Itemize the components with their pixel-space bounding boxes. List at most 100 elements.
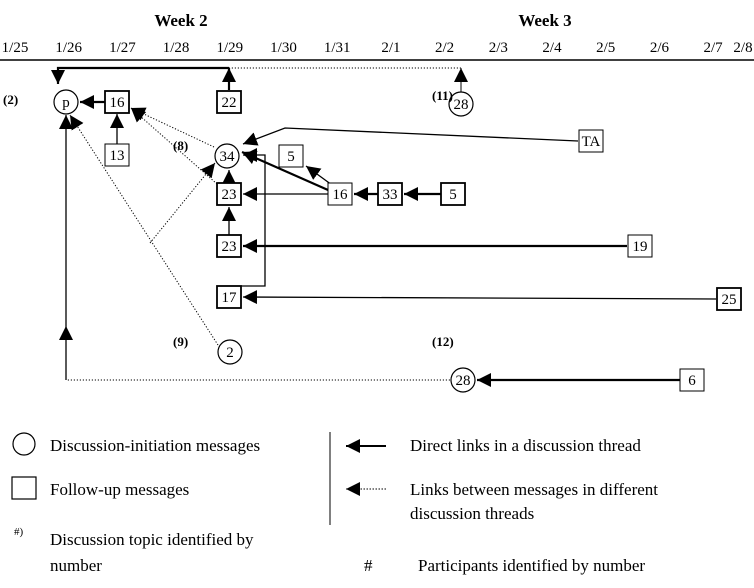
message-node-n19: 19 xyxy=(627,234,653,258)
node-label: 25 xyxy=(722,292,737,308)
date-label: 1/26 xyxy=(55,40,82,56)
node-label: 23 xyxy=(222,239,237,255)
edge-n16b-to-n5a xyxy=(305,165,333,186)
node-label: 6 xyxy=(688,373,696,389)
date-label: 2/7 xyxy=(704,40,724,56)
circle-icon xyxy=(214,143,240,169)
message-node-nTA: TA xyxy=(578,129,604,153)
message-node-n28b: 28 xyxy=(450,367,476,393)
date-label: 2/4 xyxy=(542,40,562,56)
box-icon xyxy=(216,285,242,309)
box-icon xyxy=(327,182,353,206)
topic-label-t9: (9) xyxy=(173,334,188,349)
node-label: 28 xyxy=(454,97,469,113)
node-label: 19 xyxy=(633,239,648,255)
message-node-n34: 34 xyxy=(214,143,240,169)
message-node-n16a: 16 xyxy=(104,90,130,114)
date-label: 2/6 xyxy=(650,40,670,56)
date-label: 1/29 xyxy=(216,40,243,56)
circle-icon xyxy=(217,339,243,365)
date-label: 2/1 xyxy=(381,40,400,56)
circle-icon xyxy=(448,91,474,117)
node-label: 28 xyxy=(456,373,471,389)
date-label: 1/30 xyxy=(270,40,297,56)
date-label: 1/27 xyxy=(109,40,136,56)
node-label: 34 xyxy=(220,149,236,165)
node-label: 16 xyxy=(110,95,126,111)
edge-n2-to-p xyxy=(69,114,219,346)
legend-topic-label-2: number xyxy=(50,556,102,575)
circle-icon xyxy=(53,89,79,115)
edge-n25-to-n17 xyxy=(242,290,717,305)
legend-topic-label: Discussion topic identified by xyxy=(50,530,254,549)
topic-label-t11: (11) xyxy=(432,88,453,103)
week-3-label: Week 3 xyxy=(518,11,571,30)
date-label: 2/3 xyxy=(489,40,508,56)
box-icon xyxy=(440,182,466,206)
date-label: 2/5 xyxy=(596,40,615,56)
edge-n22-to-p-link xyxy=(51,66,229,84)
legend-box-label: Follow-up messages xyxy=(50,480,189,499)
message-node-n25: 25 xyxy=(716,287,742,311)
message-node-n2: 2 xyxy=(217,339,243,365)
edge-n34-to-n16a xyxy=(130,107,215,148)
box-icon xyxy=(627,234,653,258)
node-label: 2 xyxy=(226,345,234,361)
date-label: 2/8 xyxy=(733,40,752,56)
circle-icon xyxy=(450,367,476,393)
legend-circle-icon xyxy=(12,432,36,456)
message-node-p: p xyxy=(53,89,79,115)
node-label: 13 xyxy=(110,148,125,164)
box-icon xyxy=(377,182,403,206)
message-node-n23b: 23 xyxy=(216,234,242,258)
message-node-n5b: 5 xyxy=(440,182,466,206)
topic-label-t8: (8) xyxy=(173,138,188,153)
date-label: 1/28 xyxy=(163,40,190,56)
node-label: 33 xyxy=(383,187,398,203)
edge-cross-link-to-n34 xyxy=(149,162,216,244)
box-icon xyxy=(716,287,742,311)
legend-indirect-label: Links between messages in different xyxy=(410,480,658,499)
message-node-n16b: 16 xyxy=(327,182,353,206)
date-label: 1/31 xyxy=(324,40,351,56)
box-icon xyxy=(278,144,304,168)
box-icon xyxy=(679,368,705,392)
edge-n17-to-n34 xyxy=(241,148,266,287)
box-icon xyxy=(216,182,242,206)
node-label: 17 xyxy=(222,290,238,306)
legend-participant-label: Participants identified by number xyxy=(418,556,645,575)
legend-circle-label: Discussion-initiation messages xyxy=(50,436,260,455)
message-node-n5a: 5 xyxy=(278,144,304,168)
legend-direct-label: Direct links in a discussion thread xyxy=(410,436,641,455)
message-node-n28a: 28 xyxy=(448,91,474,117)
node-label: 5 xyxy=(287,149,295,165)
legend-indirect-label-2: discussion threads xyxy=(410,504,534,523)
node-label: 22 xyxy=(222,95,237,111)
legend-topic-symbol: #) xyxy=(14,526,24,538)
box-icon xyxy=(578,129,604,153)
node-label: 16 xyxy=(333,187,349,203)
message-node-n23a: 23 xyxy=(216,182,242,206)
box-icon xyxy=(216,234,242,258)
date-label: 1/25 xyxy=(2,40,29,56)
node-label: 23 xyxy=(222,187,237,203)
edge-nTA-to-n34 xyxy=(242,127,579,146)
topic-label-t2: (2) xyxy=(3,92,18,107)
message-node-n33: 33 xyxy=(377,182,403,206)
node-label: 5 xyxy=(449,187,457,203)
message-node-n22: 22 xyxy=(216,90,242,114)
box-icon xyxy=(104,90,130,114)
legend-participant-symbol: # xyxy=(364,556,373,575)
date-label: 2/2 xyxy=(435,40,454,56)
message-node-n13: 13 xyxy=(104,143,130,167)
topic-label-t12: (12) xyxy=(432,334,454,349)
message-node-n17: 17 xyxy=(216,285,242,309)
message-node-n6: 6 xyxy=(679,368,705,392)
node-label: TA xyxy=(582,134,601,150)
legend-box-icon xyxy=(11,476,37,500)
legend: Discussion-initiation messages Follow-up… xyxy=(11,432,658,575)
box-icon xyxy=(216,90,242,114)
node-label: p xyxy=(62,95,70,111)
box-icon xyxy=(104,143,130,167)
